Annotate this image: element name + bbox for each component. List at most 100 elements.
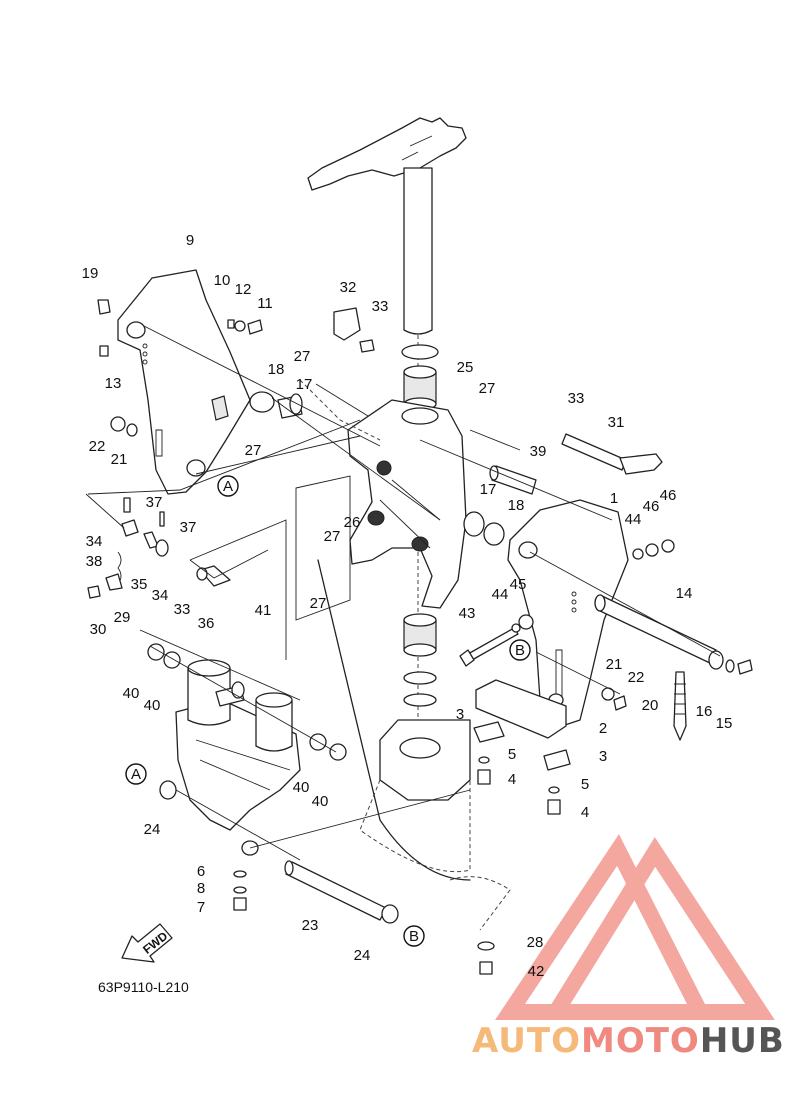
callout-18: 18: [268, 361, 285, 378]
callout-37: 37: [146, 494, 163, 511]
callout-28: 28: [527, 934, 544, 951]
callout-30: 30: [90, 621, 107, 638]
tilt-stop-rod: [673, 671, 687, 741]
callout-24: 24: [354, 947, 371, 964]
callout-16: 16: [696, 703, 713, 720]
callout-6: 6: [197, 863, 205, 880]
small-parts-left: [87, 299, 263, 599]
callout-12: 12: [235, 281, 252, 298]
power-trim-unit: [175, 659, 301, 856]
callout-43: 43: [459, 605, 476, 622]
tilt-tube-right: [594, 594, 724, 670]
pivot-pin-31: [561, 433, 663, 475]
callout-37: 37: [180, 519, 197, 536]
tilt-tube-23: [284, 860, 387, 921]
callout-40: 40: [293, 779, 310, 796]
callout-27: 27: [294, 348, 311, 365]
shaft-bushings: [401, 344, 439, 707]
callout-39: 39: [530, 443, 547, 460]
callout-24: 24: [144, 821, 161, 838]
callout-3: 3: [456, 706, 464, 723]
callout-22: 22: [89, 438, 106, 455]
callout-15: 15: [716, 715, 733, 732]
clamp-bracket-left: [117, 269, 251, 495]
brand-moto: MOTO: [581, 1021, 700, 1061]
callout-45: 45: [510, 576, 527, 593]
pin-39: [489, 465, 537, 495]
callout-40: 40: [312, 793, 329, 810]
callout-14: 14: [676, 585, 693, 602]
small-parts-right: [249, 307, 753, 711]
clamp-bracket-right: [507, 499, 629, 729]
callout-27: 27: [245, 442, 262, 459]
callout-8: 8: [197, 880, 205, 897]
watermark-brand: AUTOMOTOHUB: [472, 1021, 785, 1061]
callout-numbers: 1233445567891011121314151617171818192021…: [82, 232, 733, 980]
callout-41: 41: [255, 602, 272, 619]
callout-46: 46: [660, 487, 677, 504]
bolt-43: [459, 627, 519, 667]
callout-40: 40: [144, 697, 161, 714]
callout-23: 23: [302, 917, 319, 934]
callout-33: 33: [568, 390, 585, 407]
callout-34: 34: [86, 533, 103, 550]
callout-4: 4: [581, 804, 589, 821]
callout-29: 29: [114, 609, 131, 626]
ref-label-b-top: B: [515, 642, 525, 659]
washers-6-8: [233, 870, 247, 911]
callout-42: 42: [528, 963, 545, 980]
callout-26: 26: [344, 514, 361, 531]
callout-5: 5: [581, 776, 589, 793]
grounding-lead: [317, 559, 511, 975]
callout-44: 44: [492, 586, 509, 603]
callout-22: 22: [628, 669, 645, 686]
callout-32: 32: [340, 279, 357, 296]
callout-17: 17: [480, 481, 497, 498]
watermark-logo: [495, 834, 775, 1020]
callout-9: 9: [186, 232, 194, 249]
ref-label-b-bottom: B: [409, 928, 419, 945]
callout-7: 7: [197, 899, 205, 916]
callout-25: 25: [457, 359, 474, 376]
callout-11: 11: [257, 295, 273, 312]
lower-swivel-housing: [359, 719, 471, 873]
callout-40: 40: [123, 685, 140, 702]
anode-plate: [473, 679, 571, 815]
callout-5: 5: [508, 746, 516, 763]
callout-27: 27: [310, 595, 327, 612]
callout-34: 34: [152, 587, 169, 604]
assembly-lines: [85, 325, 721, 861]
swivel-bracket: [347, 399, 467, 609]
callout-2: 2: [599, 720, 607, 737]
ref-marker-a-top: A: [217, 475, 239, 497]
callout-36: 36: [198, 615, 215, 632]
callout-13: 13: [105, 375, 122, 392]
callout-4: 4: [508, 771, 516, 788]
callout-35: 35: [131, 576, 148, 593]
callout-38: 38: [86, 553, 103, 570]
callout-31: 31: [608, 414, 625, 431]
bushings: [147, 643, 399, 924]
callout-19: 19: [82, 265, 99, 282]
ref-label-a-top: A: [223, 478, 233, 495]
callout-33: 33: [372, 298, 389, 315]
steering-arm: [307, 117, 467, 191]
callout-10: 10: [214, 272, 231, 289]
callout-27: 27: [324, 528, 341, 545]
diagram-code: 63P9110-L210: [98, 979, 189, 995]
callout-21: 21: [111, 451, 128, 468]
callout-18: 18: [508, 497, 525, 514]
ref-marker-b-top: B: [509, 639, 531, 661]
callout-20: 20: [642, 697, 659, 714]
callout-3: 3: [599, 748, 607, 765]
callout-21: 21: [606, 656, 623, 673]
ref-marker-a-bottom: A: [125, 763, 147, 785]
fwd-arrow: FWD: [121, 923, 173, 963]
callout-17: 17: [296, 376, 313, 393]
callout-46: 46: [643, 498, 660, 515]
brand-auto: AUTO: [472, 1021, 581, 1061]
callout-1: 1: [610, 490, 618, 507]
callout-27: 27: [479, 380, 496, 397]
ref-marker-b-bottom: B: [403, 925, 425, 947]
